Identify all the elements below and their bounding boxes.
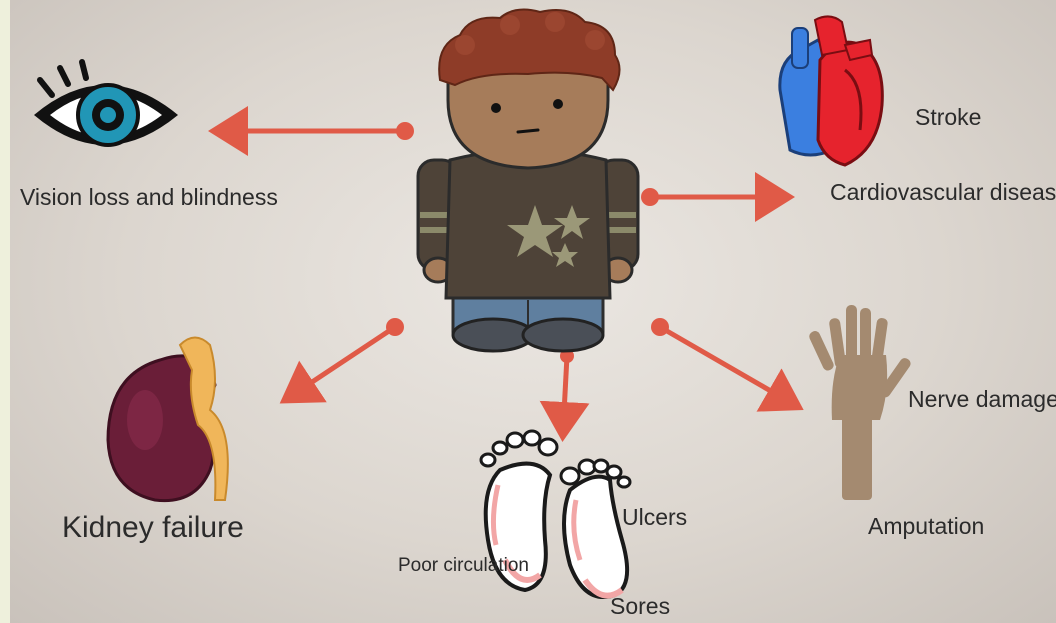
arrow-to-kidney [288,318,404,398]
label-stroke: Stroke [915,103,981,133]
label-ulcers: Ulcers [622,503,687,533]
label-kidney-failure: Kidney failure [62,508,244,547]
kidney-icon [108,338,228,501]
arrow-to-heart [641,188,785,206]
label-nerve-damage: Nerve damage [908,385,998,415]
label-cardiovascular-disease: Cardiovascular disease [830,178,1030,208]
label-poor-circulation: Poor circulation [398,552,508,581]
arrow-to-hand [651,318,795,405]
arrow-to-feet [560,349,574,432]
boy-figure [418,10,638,351]
eye-icon [34,62,178,145]
label-sores: Sores [610,592,670,622]
hand-icon [808,305,913,500]
diagram-canvas: Vision loss and blindness Stroke Cardiov… [10,0,1056,623]
heart-icon [780,16,882,165]
label-vision-loss: Vision loss and blindness [20,183,210,213]
label-amputation: Amputation [868,512,984,542]
arrow-to-vision [218,122,414,140]
